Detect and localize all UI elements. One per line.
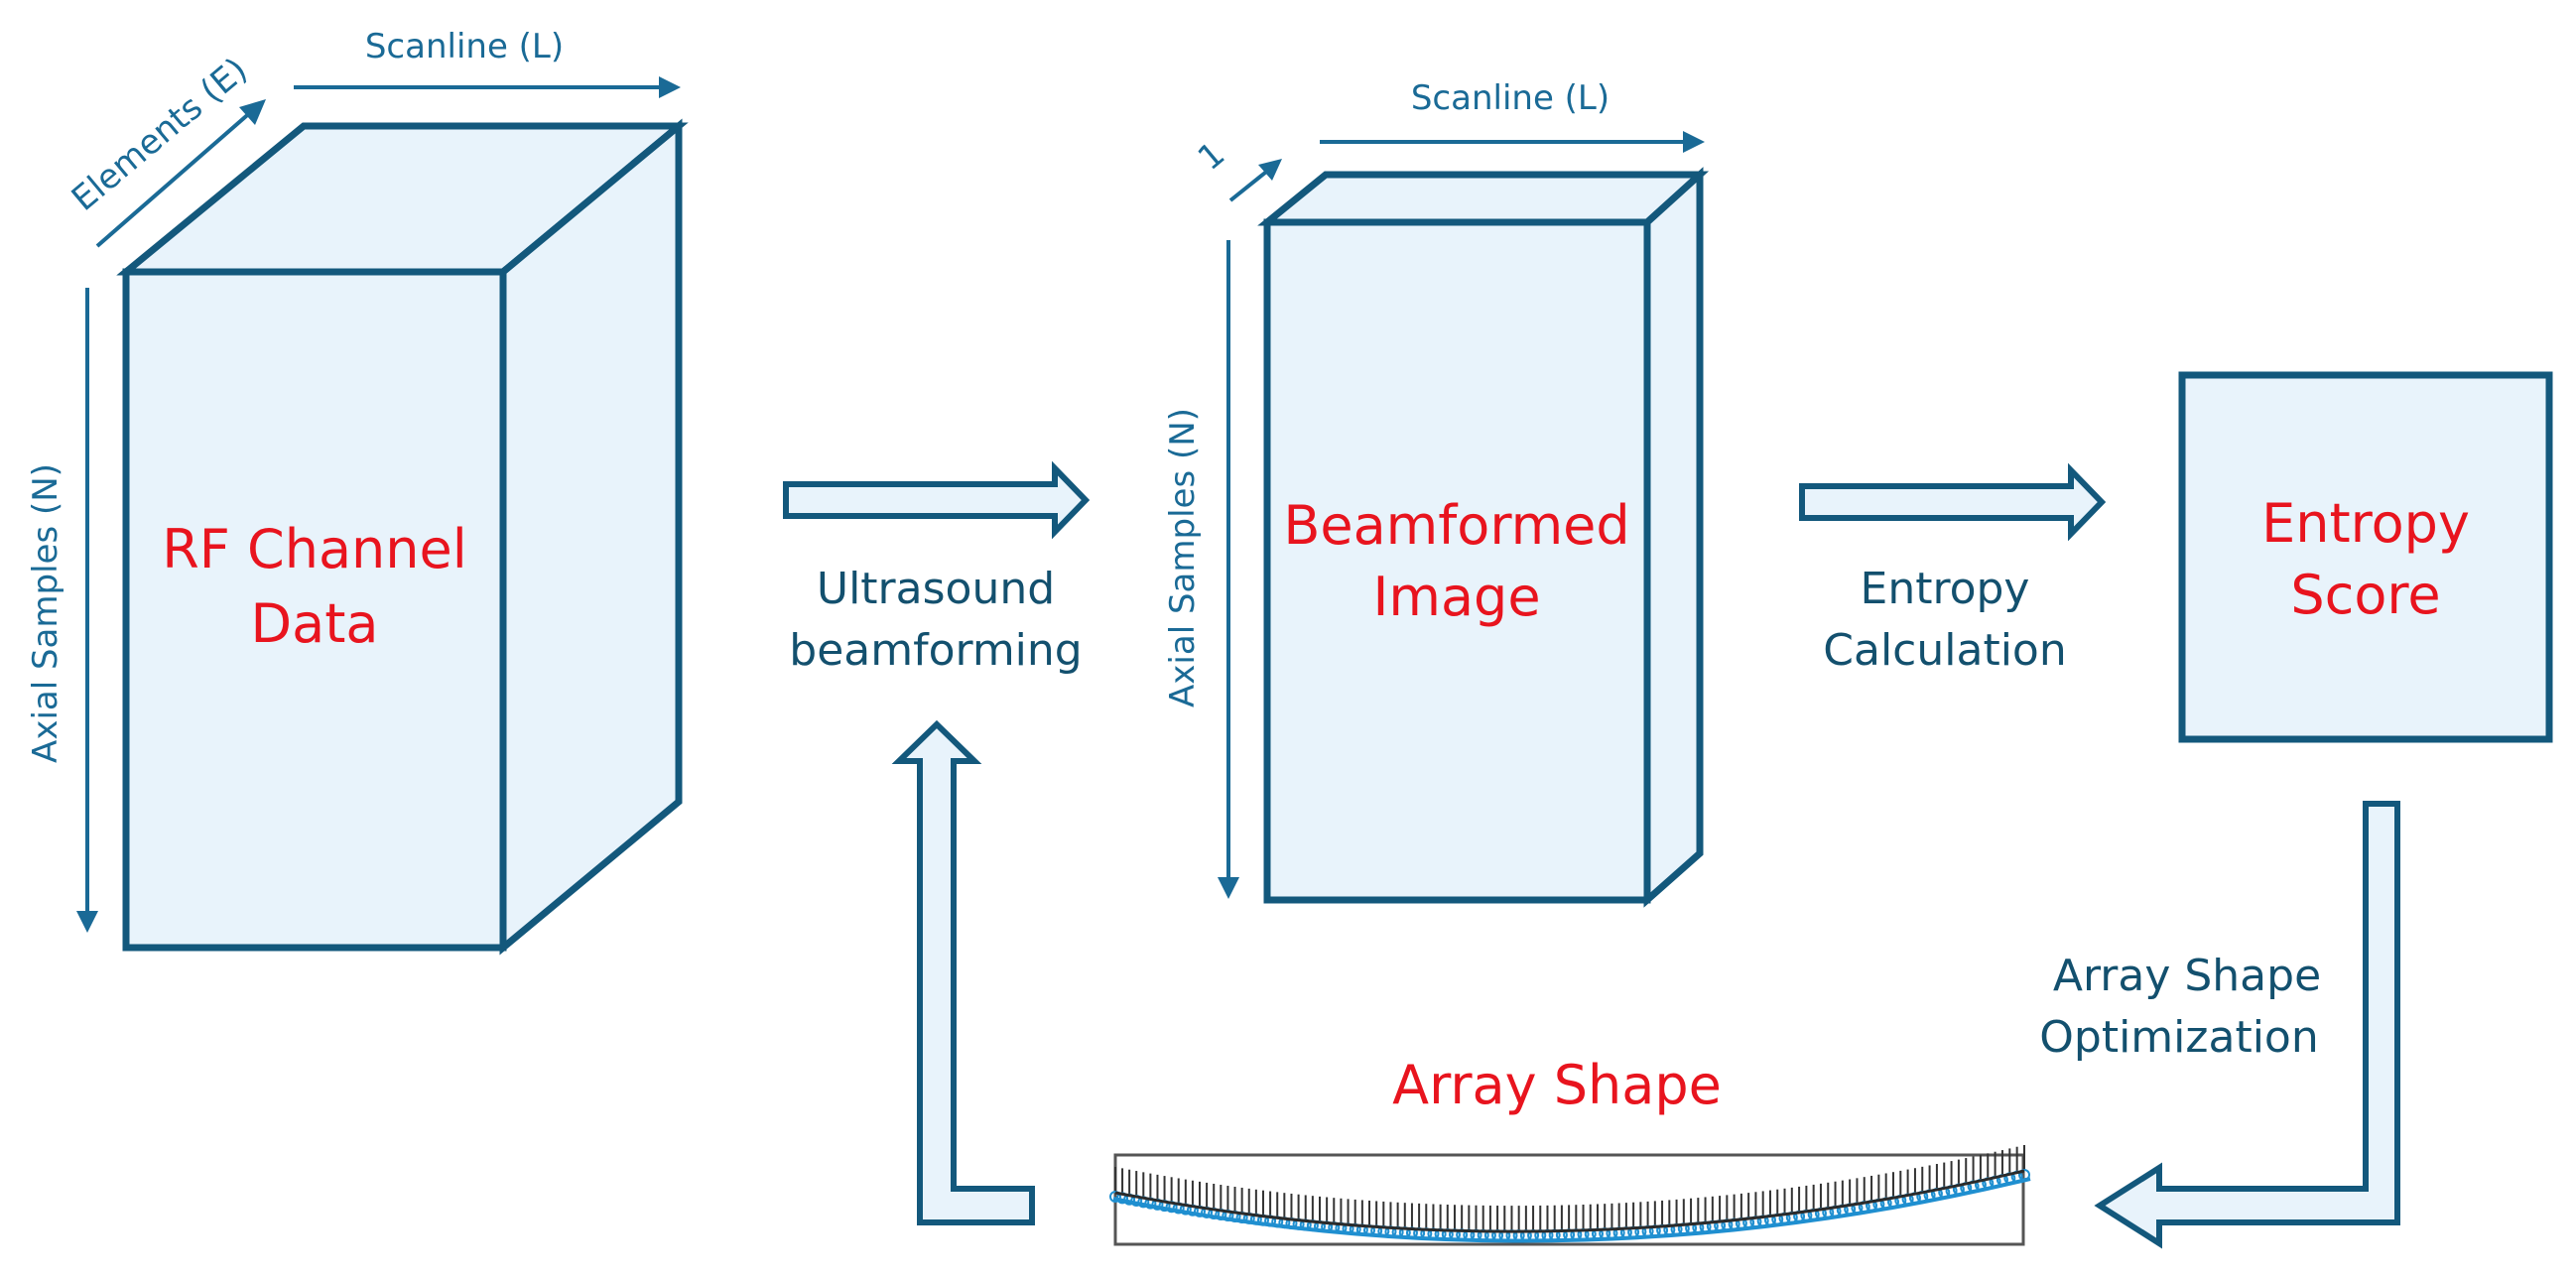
beamformed-axis-depth-arrowhead — [1258, 159, 1282, 181]
beamforming-step: Ultrasound beamforming — [783, 460, 1091, 676]
array-shape-optimization-label-line2: Optimization — [2039, 1012, 2318, 1063]
return-to-beamforming-step — [891, 719, 1035, 1225]
entropy-score-block: Entropy Score — [2178, 371, 2553, 743]
rf-axis-axial-arrowhead — [76, 911, 98, 933]
beamformed-axis-depth-line — [1228, 167, 1272, 202]
beamformed-box-front-face — [1263, 218, 1651, 904]
beamformed-axis-scanline-label: Scanline (L) — [1411, 78, 1610, 118]
beamformed-box-title-line2: Image — [1372, 566, 1540, 628]
rf-axis-axial-label: Axial Samples (N) — [26, 463, 65, 763]
entropy-calculation-label-line1: Entropy — [1861, 564, 2030, 614]
beamformed-axis-scanline: Scanline (L) — [1320, 78, 1705, 153]
entropy-calculation-step: Entropy Calculation — [1799, 462, 2107, 676]
beamformed-axis-axial: Axial Samples (N) — [1163, 240, 1239, 899]
rf-axis-scanline-arrowhead — [659, 76, 681, 98]
beamformed-image-block: Beamformed Image — [1257, 167, 1710, 908]
beamforming-label-line1: Ultrasound — [817, 564, 1055, 614]
array-shape-optimization-label-line1: Array Shape — [2053, 951, 2321, 1001]
return-to-beamforming-arrow — [891, 719, 1035, 1225]
rf-axis-scanline: Scanline (L) — [294, 27, 681, 98]
rf-box-front-face — [122, 268, 507, 952]
beamformed-axis-axial-arrowhead — [1218, 877, 1239, 899]
beamformed-axis-depth: 1 — [1191, 134, 1282, 202]
entropy-score-box — [2178, 371, 2553, 743]
beamformed-axis-axial-label: Axial Samples (N) — [1163, 408, 1203, 707]
array-shape-title: Array Shape — [1392, 1054, 1722, 1116]
beamforming-arrow — [783, 460, 1091, 540]
rf-channel-data-block: RF Channel Data — [116, 118, 689, 956]
array-shape-outer-curve — [1112, 1177, 2031, 1243]
array-shape-inner-curve — [1114, 1169, 2025, 1233]
rf-box-side-face — [499, 118, 683, 956]
entropy-score-title-line2: Score — [2290, 564, 2440, 626]
entropy-calculation-label-line2: Calculation — [1823, 625, 2066, 676]
beamformed-axis-depth-label: 1 — [1191, 134, 1232, 179]
rf-axis-elements-arrowhead — [239, 99, 266, 125]
array-shape-panel: Array Shape — [1109, 1054, 2031, 1246]
entropy-calculation-arrow — [1799, 462, 2107, 542]
beamformed-box-side-face — [1643, 167, 1704, 908]
rf-axis-axial: Axial Samples (N) — [26, 288, 98, 933]
entropy-score-title-line1: Entropy — [2261, 492, 2470, 555]
rf-axis-scanline-label: Scanline (L) — [365, 27, 564, 66]
array-element-marker — [1109, 1191, 1121, 1203]
rf-box-title-line1: RF Channel — [162, 518, 466, 580]
beamformed-box-top-face — [1257, 171, 1710, 226]
array-shape-optimization-step: Array Shape Optimization — [2039, 801, 2400, 1249]
beamformed-box-title-line1: Beamformed — [1283, 494, 1629, 557]
rf-axis-elements-line — [95, 108, 255, 248]
array-shape-optimization-arrow — [2094, 801, 2400, 1249]
rf-box-title-line2: Data — [251, 592, 379, 655]
beamformed-axis-scanline-arrowhead — [1683, 131, 1705, 153]
beamforming-label-line2: beamforming — [789, 625, 1082, 676]
